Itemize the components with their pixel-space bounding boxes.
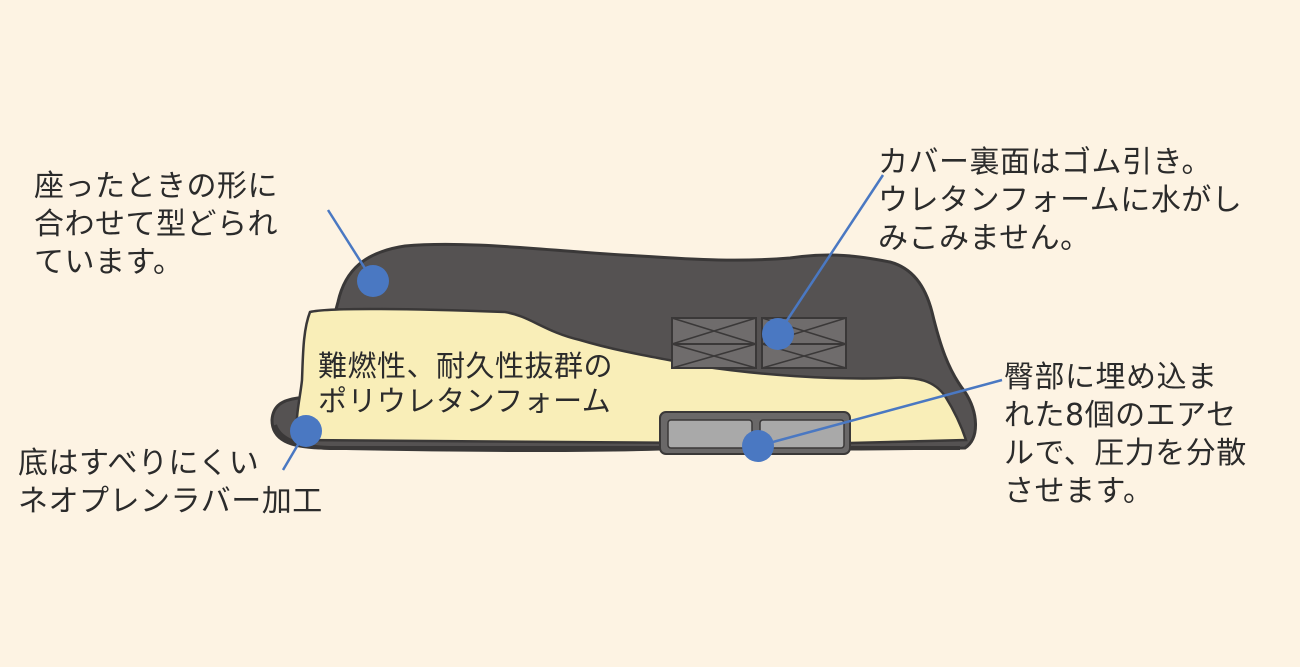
annotation-foam: 難燃性、耐久性抜群の ポリウレタンフォーム (318, 349, 613, 419)
annotation-line: ポリウレタンフォーム (318, 384, 612, 418)
annotation-line: ルで、圧力を分散 (1004, 436, 1247, 471)
marker-dot-neoprene-base (290, 415, 322, 447)
marker-dot-rubber-backing (762, 318, 794, 350)
annotation-line: ネオプレンラバー加工 (18, 484, 323, 519)
annotation-line: 臀部に埋め込ま (1004, 360, 1218, 395)
leader-line-bottom-right (757, 378, 1003, 448)
annotation-line: ウレタンフォームに水がし (878, 183, 1243, 218)
annotation-line: 難燃性、耐久性抜群の (318, 349, 614, 383)
annotation-line: 底はすべりにくい (18, 446, 260, 481)
annotation-line: させます。 (1004, 474, 1154, 509)
annotation-cover-shape: 座ったときの形に 合わせて型どられ ています。 (34, 168, 278, 282)
annotation-line: みこみません。 (878, 221, 1091, 256)
marker-dot-air-cells (742, 430, 774, 462)
annotation-line: れた8個のエアセ (1004, 398, 1237, 433)
annotation-air-cells: 臀部に埋め込ま れた8個のエアセ ルで、圧力を分散 させます。 (1004, 359, 1247, 511)
annotation-neoprene-base: 底はすべりにくい ネオプレンラバー加工 (18, 445, 323, 521)
annotation-line: 合わせて型どられ (34, 207, 278, 242)
annotation-line: カバー裏面はゴム引き。 (878, 145, 1212, 180)
leader-line-top-right (776, 174, 885, 335)
annotation-line: 座ったときの形に (34, 169, 278, 204)
annotation-rubber-backing: カバー裏面はゴム引き。 ウレタンフォームに水がし みこみません。 (878, 144, 1242, 258)
rubber-backing-panels (671, 317, 847, 369)
marker-dot-cover-shape (357, 265, 389, 297)
annotation-line: ています。 (34, 245, 184, 280)
